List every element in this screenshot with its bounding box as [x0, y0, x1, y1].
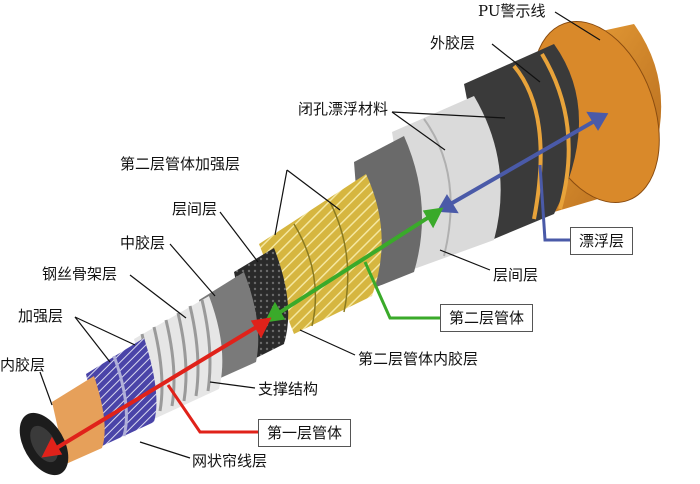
box-second-pipe: 第二层管体	[440, 304, 534, 332]
label-interlayer-left: 层间层	[172, 200, 218, 218]
leader-lines	[39, 11, 601, 459]
box-float-layer: 漂浮层	[570, 227, 634, 255]
label-steel-skeleton: 钢丝骨架层	[42, 265, 118, 283]
label-outer-rubber: 外胶层	[430, 34, 476, 52]
label-middle-rubber: 中胶层	[120, 234, 166, 252]
label-second-inner-rubber: 第二层管体内胶层	[358, 350, 479, 368]
label-interlayer-right: 层间层	[493, 266, 539, 284]
second-pipe-arrow	[264, 207, 444, 323]
label-reinforce: 加强层	[18, 307, 64, 325]
label-support-structure: 支撑结构	[258, 380, 319, 398]
second-reinforce-segment	[259, 174, 382, 334]
label-mesh-cord: 网状帘线层	[192, 452, 268, 470]
box-first-pipe: 第一层管体	[258, 419, 352, 447]
first-pipe-arrow	[41, 317, 272, 458]
label-closed-cell-float: 闭孔漂浮材料	[298, 100, 389, 118]
label-pu-warning-line: PU警示线	[478, 2, 546, 20]
float-layer-arrow	[436, 111, 609, 242]
label-second-reinforce: 第二层管体加强层	[120, 155, 241, 173]
label-inner-rubber: 内胶层	[0, 356, 46, 374]
